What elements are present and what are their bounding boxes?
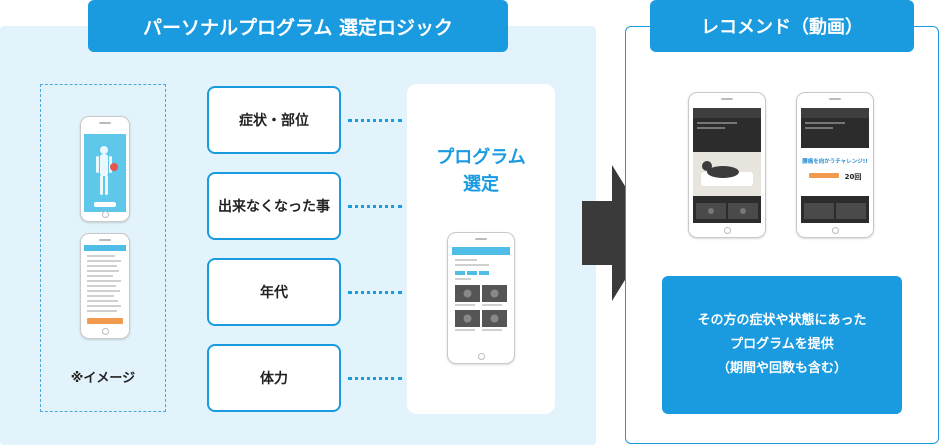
challenge-text: 腰痛を向かうチャレンジ!! bbox=[801, 157, 867, 165]
challenge-phone: 腰痛を向かうチャレンジ!! 20回 bbox=[796, 92, 874, 238]
program-list-icon bbox=[452, 247, 510, 331]
connector-dots-4 bbox=[348, 377, 402, 380]
program-selection-title: プログラム 選定 bbox=[436, 147, 526, 195]
connector-dots-2 bbox=[348, 205, 402, 208]
criteria-symptom-area: 症状・部位 bbox=[207, 86, 341, 154]
criteria-fitness: 体力 bbox=[207, 344, 341, 412]
recommend-line-3: （期間や回数も含む） bbox=[716, 361, 847, 376]
connector-dots-1 bbox=[348, 119, 402, 122]
connector-dots-3 bbox=[348, 291, 402, 294]
selection-logic-title: パーソナルプログラム 選定ロジック bbox=[88, 0, 508, 52]
criteria-lost-abilities: 出来なくなった事 bbox=[207, 172, 341, 240]
recommend-title: レコメンド（動画） bbox=[650, 0, 914, 52]
criteria-age-group: 年代 bbox=[207, 258, 341, 326]
recommend-line-1: その方の症状や状態にあった bbox=[697, 313, 867, 328]
challenge-screen: 腰痛を向かうチャレンジ!! 20回 bbox=[801, 108, 869, 223]
challenge-count: 20回 bbox=[845, 172, 862, 181]
image-example-box: ※イメージ bbox=[40, 84, 166, 412]
questionnaire-screen bbox=[84, 245, 126, 329]
recommend-description-box: その方の症状や状態にあった プログラムを提供 （期間や回数も含む） bbox=[662, 276, 902, 414]
questionnaire-phone bbox=[80, 233, 130, 339]
challenge-overlay-icon: 腰痛を向かうチャレンジ!! 20回 bbox=[801, 108, 869, 219]
human-body-icon bbox=[84, 128, 126, 207]
arrow-right-icon bbox=[582, 165, 654, 301]
program-phone bbox=[447, 232, 515, 364]
video-phone bbox=[688, 92, 766, 238]
questionnaire-list-icon bbox=[84, 245, 126, 324]
image-caption: ※イメージ bbox=[70, 371, 136, 386]
program-screen bbox=[452, 247, 510, 351]
video-screen bbox=[693, 108, 761, 223]
body-map-phone bbox=[80, 116, 130, 222]
body-map-screen bbox=[84, 128, 126, 212]
recommend-line-2: プログラムを提供 bbox=[730, 337, 834, 352]
video-player-icon bbox=[693, 108, 761, 219]
